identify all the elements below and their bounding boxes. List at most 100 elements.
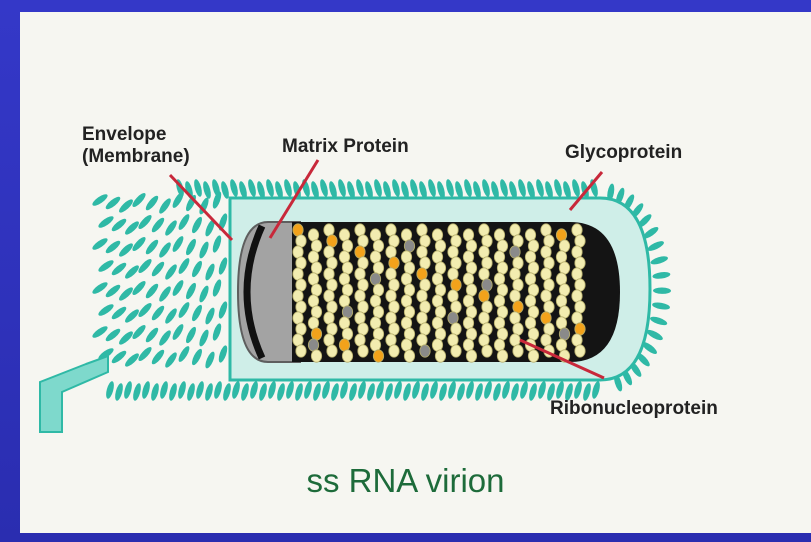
rnp-subunit <box>479 268 489 280</box>
glycoprotein-spike <box>427 178 438 197</box>
rnp-subunit <box>339 251 349 263</box>
rnp-dot <box>541 312 551 324</box>
rnp-subunit <box>513 235 523 247</box>
rnp-subunit <box>482 279 492 291</box>
rnp-subunit <box>513 345 523 357</box>
rnp-subunit <box>541 268 551 280</box>
glycoprotein-spike <box>157 285 173 303</box>
rnp-subunit <box>342 350 352 362</box>
rnp-subunit <box>559 306 569 318</box>
glycoprotein-spike <box>144 238 160 256</box>
glycoprotein-spike <box>198 240 211 259</box>
glycoprotein-spike <box>202 180 213 199</box>
rnp-subunit <box>420 235 430 247</box>
rnp-subunit <box>544 235 554 247</box>
glycoprotein-spike <box>456 382 467 401</box>
glycoprotein-spike <box>123 264 141 281</box>
rnp-subunit <box>451 345 461 357</box>
rnp-subunit <box>466 284 476 296</box>
caption: ss RNA virion <box>0 462 811 500</box>
glycoprotein-spike <box>375 380 386 399</box>
rnp-subunit <box>324 268 334 280</box>
rnp-dot <box>327 235 337 247</box>
rnp-subunit <box>308 295 318 307</box>
rnp-subunit <box>355 290 365 302</box>
glycoprotein-spike <box>339 380 350 399</box>
glycoprotein-spike <box>193 178 204 197</box>
glycoprotein-spike <box>150 260 166 278</box>
rnp-subunit <box>463 317 473 329</box>
glycoprotein-spike <box>131 235 148 253</box>
rnp-subunit <box>556 273 566 285</box>
glycoprotein-spike <box>144 326 160 344</box>
rnp-subunit <box>342 262 352 274</box>
glycoprotein-spike <box>177 301 192 320</box>
rnp-subunit <box>386 312 396 324</box>
rnp-subunit <box>572 334 582 346</box>
glycoprotein-spike <box>373 178 384 197</box>
rnp-subunit <box>435 262 445 274</box>
rnp-subunit <box>528 240 538 252</box>
glycoprotein-spike <box>157 241 173 259</box>
rnp-subunit <box>404 262 414 274</box>
rnp-subunit <box>373 284 383 296</box>
glycoprotein-spike <box>553 178 564 197</box>
rnp-subunit <box>401 317 411 329</box>
rnp-subunit <box>510 224 520 236</box>
glycoprotein-spike <box>519 380 530 399</box>
rnp-subunit <box>324 224 334 236</box>
glycoprotein-spike <box>137 257 154 275</box>
glycoprotein-spike <box>555 380 566 399</box>
rnp-subunit <box>556 295 566 307</box>
glycoprotein-spike <box>186 382 197 401</box>
rnp-subunit <box>296 323 306 335</box>
rnp-subunit <box>358 235 368 247</box>
glycoprotein-spike <box>285 380 296 399</box>
rnp-subunit <box>510 290 520 302</box>
glycoprotein-spike <box>97 302 115 318</box>
rnp-dot <box>311 328 321 340</box>
rnp-subunit <box>559 284 569 296</box>
glycoprotein-spike <box>384 382 395 401</box>
glycoprotein-spike <box>646 239 665 253</box>
glycoprotein-spike <box>141 380 152 399</box>
glycoprotein-spike <box>163 219 179 237</box>
label-glycoprotein: Glycoprotein <box>565 142 682 164</box>
rnp-subunit <box>417 224 427 236</box>
rnp-dot <box>479 290 489 302</box>
rnp-subunit <box>575 257 585 269</box>
rnp-subunit <box>324 312 334 324</box>
rnp-subunit <box>494 273 504 285</box>
glycoprotein-spike <box>537 380 548 399</box>
rnp-subunit <box>342 328 352 340</box>
rnp-subunit <box>355 268 365 280</box>
rnp-subunit <box>370 251 380 263</box>
rnp-subunit <box>373 240 383 252</box>
glycoprotein-spike <box>411 380 422 399</box>
glycoprotein-spike <box>438 382 449 401</box>
rnp-subunit <box>327 257 337 269</box>
rnp-subunit <box>324 290 334 302</box>
rnp-subunit <box>528 350 538 362</box>
glycoprotein-spike <box>190 216 204 235</box>
rnp-dot <box>513 301 523 313</box>
rnp-subunit <box>358 279 368 291</box>
glycoprotein-spike <box>231 380 242 399</box>
glycoprotein-spike <box>163 307 179 325</box>
rnp-subunit <box>559 262 569 274</box>
rnp-dot <box>339 339 349 351</box>
rnp-subunit <box>510 334 520 346</box>
rnp-subunit <box>448 290 458 302</box>
glycoprotein-spike <box>198 328 211 347</box>
rnp-subunit <box>448 268 458 280</box>
glycoprotein-spike <box>171 191 186 210</box>
rnp-subunit <box>575 235 585 247</box>
rnp-subunit <box>482 301 492 313</box>
glycoprotein-spike <box>249 380 260 399</box>
glycoprotein-spike <box>517 178 528 197</box>
glycoprotein-spike <box>132 382 143 401</box>
glycoprotein-spike <box>265 178 276 197</box>
glycoprotein-spike <box>211 190 223 209</box>
rnp-subunit <box>575 301 585 313</box>
